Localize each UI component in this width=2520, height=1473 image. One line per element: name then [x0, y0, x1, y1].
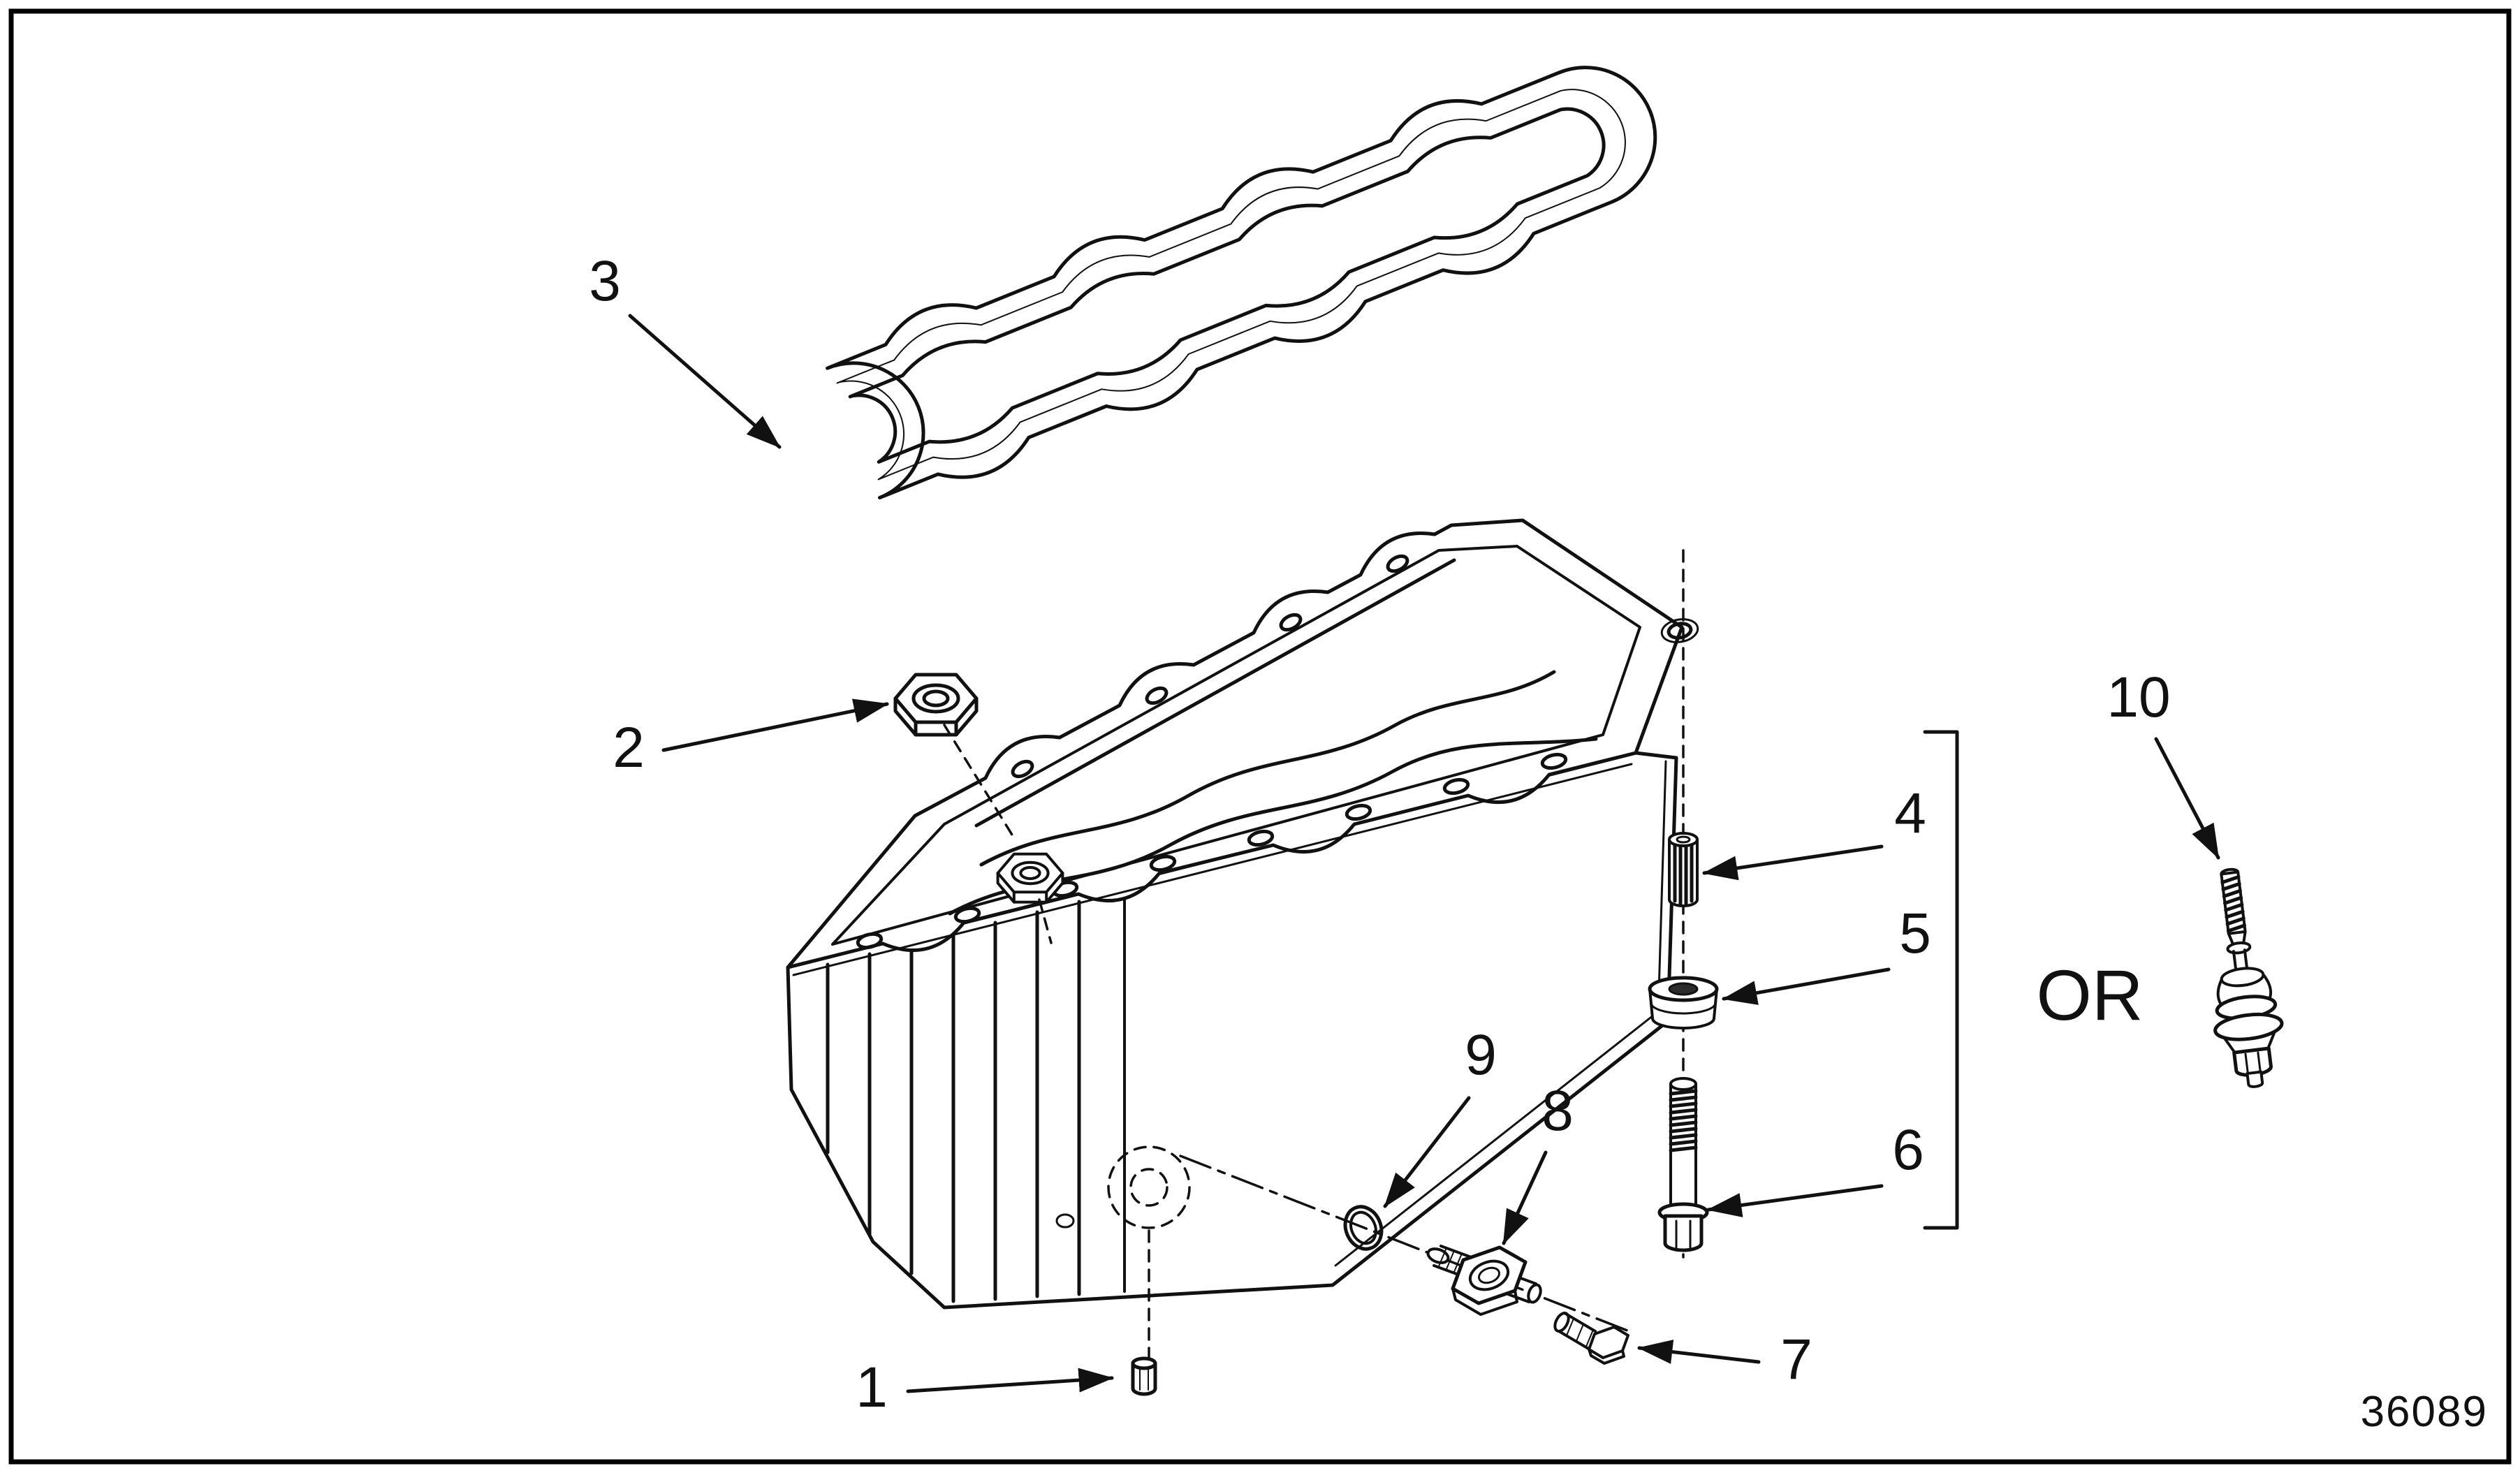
callout-4-arrow: [1702, 844, 1884, 881]
callout-1-arrow: [906, 1368, 1114, 1393]
callout-4-label: 4: [1894, 782, 1926, 845]
callout-5-label: 5: [1899, 902, 1931, 965]
oil-pan: [786, 518, 1699, 1360]
pan-ribs: [826, 900, 1081, 1303]
oil-level-sensor: [2213, 867, 2284, 1088]
spacer-sleeve: [1668, 832, 1699, 907]
figure-number: 36089: [2361, 1388, 2488, 1436]
gasket-mid-rib: [836, 89, 1626, 481]
callout-2-arrow: [661, 698, 889, 752]
callout-9-arrow: [1383, 1096, 1471, 1208]
adapter-fitting: [1426, 1245, 1542, 1316]
option-bracket: [1923, 730, 1959, 1230]
callout-6-arrow: [1706, 1184, 1884, 1217]
callout-5-arrow: [1722, 967, 1891, 1005]
callout-1-label: 1: [856, 1356, 888, 1419]
gasket-outer-outline: [826, 66, 1657, 500]
callout-8-arrow: [1502, 1150, 1548, 1245]
callout-3-arrow: [628, 314, 782, 449]
callouts: 1 2 3 4 5 6 7 8 9 10: [589, 249, 2220, 1419]
pan-right-end-edge: [1657, 760, 1667, 1018]
callout-10-arrow: [2154, 737, 2220, 860]
sensor-stud-threads: [2220, 874, 2247, 933]
valve-cover-gasket: [826, 66, 1657, 500]
callout-2-label: 2: [613, 716, 645, 779]
pipe-plug: [1553, 1312, 1629, 1365]
o-ring: [1343, 1205, 1384, 1251]
callout-7-label: 7: [1780, 1328, 1812, 1391]
flange-nut-seated: [998, 854, 1063, 944]
pan-bottom-depth-line: [1334, 1011, 1658, 1267]
bolt-threads: [1669, 1089, 1698, 1152]
callout-6-label: 6: [1892, 1118, 1924, 1182]
fitting-centerline: [1179, 1155, 1636, 1335]
isolator-grommet: [1648, 976, 1719, 1029]
callout-10-label: 10: [2107, 666, 2170, 729]
pan-small-port: [1055, 1213, 1075, 1229]
gasket-inner-outline: [848, 107, 1606, 464]
callout-7-arrow: [1637, 1340, 1761, 1364]
or-label: OR: [2037, 955, 2144, 1035]
mounting-bolt: [1657, 1077, 1709, 1252]
pan-rim-inner: [831, 545, 1641, 946]
callout-9-label: 9: [1465, 1023, 1497, 1087]
pan-flange-lip: [792, 763, 1633, 976]
pan-body-outline: [786, 751, 1678, 1310]
pan-rim-bolt-holes: [856, 554, 1699, 950]
drain-plug: [1131, 1356, 1157, 1396]
flange-nut-loose: [895, 675, 1016, 840]
figure-border: [8, 8, 2512, 1465]
pan-hidden-boss: [1107, 1145, 1191, 1360]
callout-8-label: 8: [1541, 1079, 1574, 1143]
callout-3-label: 3: [589, 249, 621, 313]
